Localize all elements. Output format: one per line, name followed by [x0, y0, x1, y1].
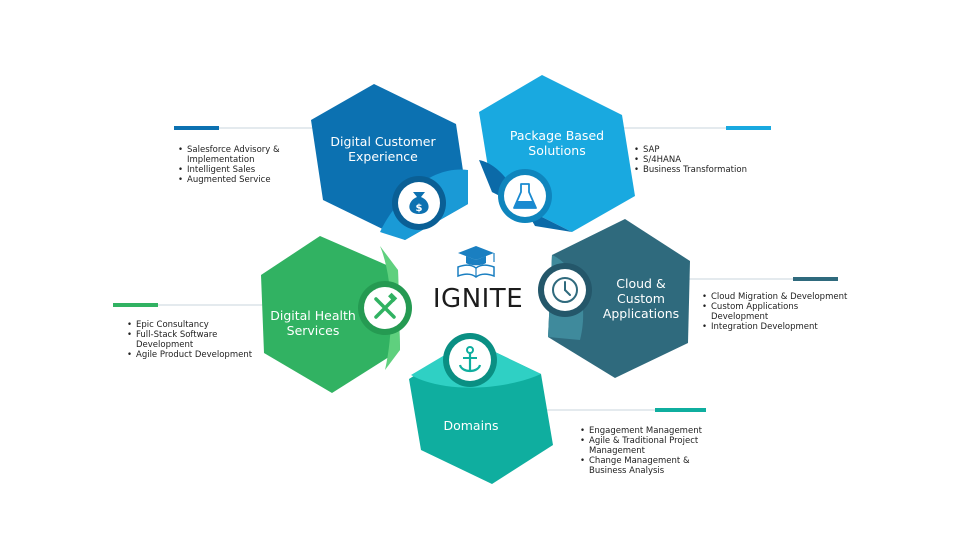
- list-item: Agile Product Development: [127, 350, 252, 360]
- title-line: Cloud &: [616, 276, 666, 291]
- bullets-domains: Engagement Management Agile & Traditiona…: [580, 426, 702, 476]
- title-line: Digital Customer: [330, 134, 436, 149]
- flask-icon: [513, 183, 537, 209]
- hex-cloud-custom[interactable]: [538, 219, 690, 378]
- title-cloud-custom: Cloud & Custom Applications: [596, 276, 686, 321]
- list-item: Integration Development: [702, 322, 847, 332]
- center-title: IGNITE: [432, 284, 524, 314]
- title-line: Package Based: [509, 128, 605, 143]
- graduation-cap-book-icon: [457, 246, 495, 278]
- anchor-icon: [458, 346, 482, 373]
- title-line: Services: [286, 323, 340, 338]
- title-line: Digital Health: [270, 308, 356, 323]
- title-line: Domains: [443, 418, 499, 433]
- list-item: Intelligent Sales: [178, 165, 280, 175]
- connector-lines: [113, 126, 838, 412]
- title-line: Applications: [602, 306, 680, 321]
- clock-icon: [552, 277, 578, 303]
- list-item: Business Transformation: [634, 165, 747, 175]
- title-digital-health: Digital Health Services: [263, 308, 363, 338]
- tools-icon: [374, 292, 398, 319]
- list-item: S/4HANA: [634, 155, 747, 165]
- list-item: Epic Consultancy: [127, 320, 252, 330]
- svg-text:$: $: [416, 203, 423, 214]
- title-digital-customer: Digital Customer Experience: [318, 134, 448, 164]
- title-domains: Domains: [421, 418, 521, 433]
- bullets-cloud-custom: Cloud Migration & Development Custom App…: [702, 292, 847, 332]
- title-line: Solutions: [528, 143, 586, 158]
- hex-domains[interactable]: [409, 333, 553, 484]
- title-line: Experience: [348, 149, 418, 164]
- title-package-based: Package Based Solutions: [490, 128, 624, 158]
- money-bag-icon: $: [409, 192, 429, 214]
- title-line: Custom: [617, 291, 665, 306]
- list-item: Cloud Migration & Development: [702, 292, 847, 302]
- list-item: Change Management &Business Analysis: [580, 456, 702, 476]
- list-item: SAP: [634, 145, 747, 155]
- list-item: Augmented Service: [178, 175, 280, 185]
- list-item: Engagement Management: [580, 426, 702, 436]
- bullets-package-based: SAP S/4HANA Business Transformation: [634, 145, 747, 175]
- hex-package-based[interactable]: [479, 75, 635, 232]
- bullets-digital-health: Epic Consultancy Full-Stack SoftwareDeve…: [127, 320, 252, 360]
- bullets-digital-customer: Salesforce Advisory &Implementation Inte…: [178, 145, 280, 185]
- list-item: Salesforce Advisory &Implementation: [178, 145, 280, 165]
